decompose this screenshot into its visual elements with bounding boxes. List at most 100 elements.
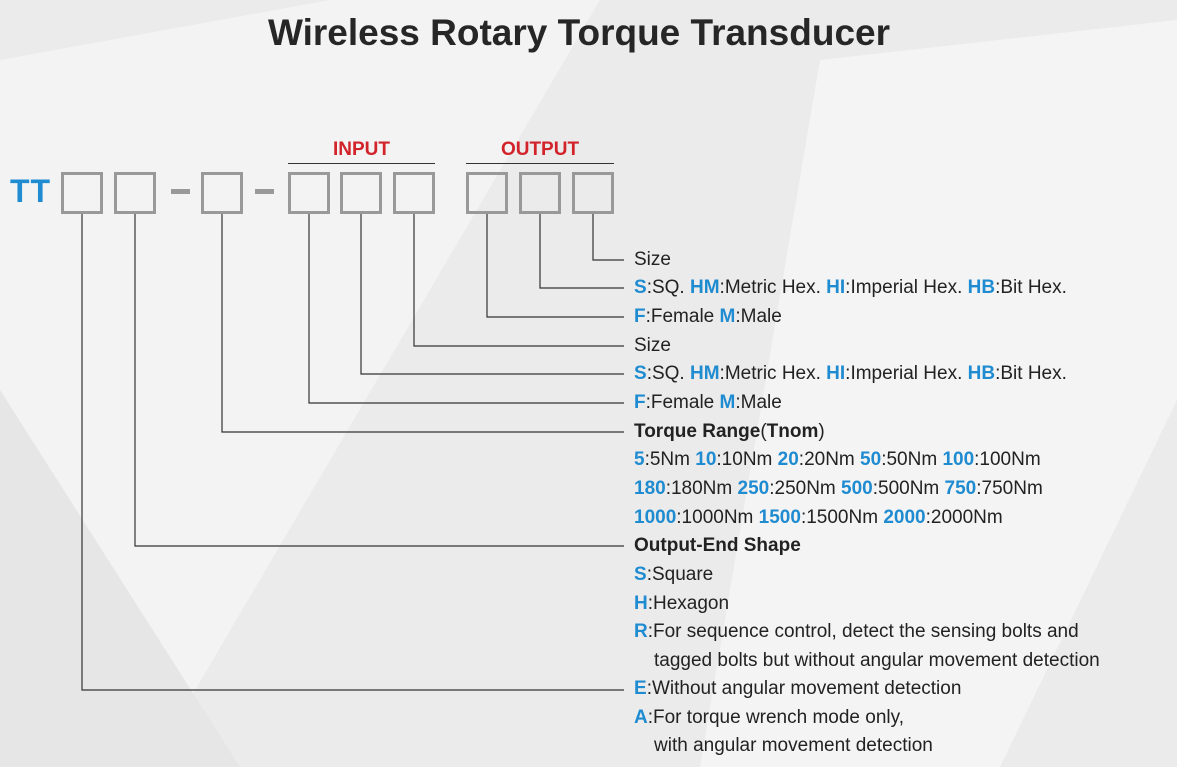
code-value: HI (826, 363, 846, 384)
leader-line (134, 214, 624, 547)
description-text: :20Nm (798, 449, 861, 470)
code-value: 100 (942, 449, 975, 470)
description-text: :250Nm (769, 478, 842, 499)
description-text: :Female (645, 392, 720, 413)
legend-line: F:Female M:Male (634, 306, 782, 328)
code-box-input-shape (340, 172, 382, 214)
legend-line: Torque Range(Tnom) (634, 421, 825, 443)
description-text: :For torque wrench mode only, (647, 707, 905, 728)
code-box-output-end-shape (114, 172, 156, 214)
code-box-angle-option (61, 172, 103, 214)
section-heading: Tnom (766, 421, 819, 442)
legend-line: tagged bolts but without angular movemen… (654, 650, 1100, 672)
description-text: :Without angular movement detection (646, 678, 962, 699)
section-heading: Torque Range (634, 421, 761, 442)
code-box-torque-range (201, 172, 243, 214)
code-value: 20 (777, 449, 799, 470)
description-text: :5Nm (644, 449, 696, 470)
code-value: HB (967, 277, 996, 298)
code-value: 250 (737, 478, 770, 499)
legend-line: F:Female M:Male (634, 392, 782, 414)
description-text: :Hexagon (647, 593, 730, 614)
legend-line: Output-End Shape (634, 535, 801, 557)
description-text: :SQ. (646, 363, 690, 384)
dash (255, 189, 274, 194)
description-text: :500Nm (872, 478, 945, 499)
code-box-output-shape (519, 172, 561, 214)
code-value: 180 (634, 478, 666, 499)
description-text: :Female (645, 306, 720, 327)
leader-line (81, 214, 624, 691)
description-text: ) (818, 421, 825, 442)
description-text: :Imperial Hex. (845, 277, 968, 298)
legend-line: E:Without angular movement detection (634, 678, 961, 700)
code-value: HI (826, 277, 846, 298)
leader-line (221, 214, 624, 433)
legend-line: Size (634, 335, 671, 357)
output-group-line (466, 163, 614, 164)
description-text: :180Nm (665, 478, 738, 499)
code-value: HM (689, 363, 720, 384)
description-text: :750Nm (976, 478, 1043, 499)
leader-line (308, 214, 624, 404)
code-value: A (634, 707, 648, 728)
legend-line: H:Hexagon (634, 593, 729, 615)
leader-line (360, 214, 624, 375)
code-value: 10 (695, 449, 717, 470)
code-value: HM (689, 277, 720, 298)
description-text: :Bit Hex. (995, 277, 1067, 298)
description-text: :1000Nm (676, 507, 759, 528)
section-heading: Output-End Shape (634, 535, 801, 556)
code-value: 1500 (758, 507, 801, 528)
input-group-label: INPUT (333, 139, 390, 160)
description-text: tagged bolts but without angular movemen… (654, 650, 1100, 671)
code-value: H (634, 593, 648, 614)
code-value: F (634, 392, 646, 413)
code-value: 50 (860, 449, 882, 470)
legend-line: A:For torque wrench mode only, (634, 707, 904, 729)
code-value: S (634, 277, 647, 298)
input-group-line (288, 163, 435, 164)
description-text: :Metric Hex. (719, 363, 827, 384)
page-title: Wireless Rotary Torque Transducer (267, 12, 890, 53)
description-text: :Male (735, 306, 782, 327)
description-text: :50Nm (881, 449, 943, 470)
output-group-label: OUTPUT (500, 139, 580, 160)
legend-line: S:Square (634, 564, 713, 586)
leader-line (539, 214, 624, 289)
code-value: F (634, 306, 646, 327)
dash (171, 189, 190, 194)
description-text: :2000Nm (925, 507, 1003, 528)
description-text: :100Nm (974, 449, 1041, 470)
legend-line: S:SQ. HM:Metric Hex. HI:Imperial Hex. HB… (634, 277, 1067, 299)
code-box-input-gender (288, 172, 330, 214)
description-text: :Square (646, 564, 714, 585)
code-box-input-size (393, 172, 435, 214)
description-text: ( (760, 421, 767, 442)
description-text: Size (634, 249, 671, 270)
code-value: M (719, 392, 736, 413)
code-value: HB (967, 363, 996, 384)
code-value: E (634, 678, 647, 699)
description-text: :Imperial Hex. (845, 363, 968, 384)
description-text: :1500Nm (800, 507, 884, 528)
legend-line: with angular movement detection (654, 735, 933, 757)
legend-line: 180:180Nm 250:250Nm 500:500Nm 750:750Nm (634, 478, 1043, 500)
leader-line (592, 214, 624, 261)
code-value: 500 (841, 478, 873, 499)
legend-line: S:SQ. HM:Metric Hex. HI:Imperial Hex. HB… (634, 363, 1067, 385)
description-text: :10Nm (716, 449, 778, 470)
description-text: Size (634, 335, 671, 356)
code-box-output-gender (466, 172, 508, 214)
legend-line: 1000:1000Nm 1500:1500Nm 2000:2000Nm (634, 507, 1003, 529)
code-value: 2000 (883, 507, 926, 528)
legend-line: R:For sequence control, detect the sensi… (634, 621, 1079, 643)
code-box-output-size (572, 172, 614, 214)
description-text: :Male (735, 392, 782, 413)
description-text: with angular movement detection (654, 735, 933, 756)
code-value: S (634, 564, 647, 585)
code-value: R (634, 621, 648, 642)
description-text: :Metric Hex. (719, 277, 827, 298)
code-value: 1000 (634, 507, 677, 528)
